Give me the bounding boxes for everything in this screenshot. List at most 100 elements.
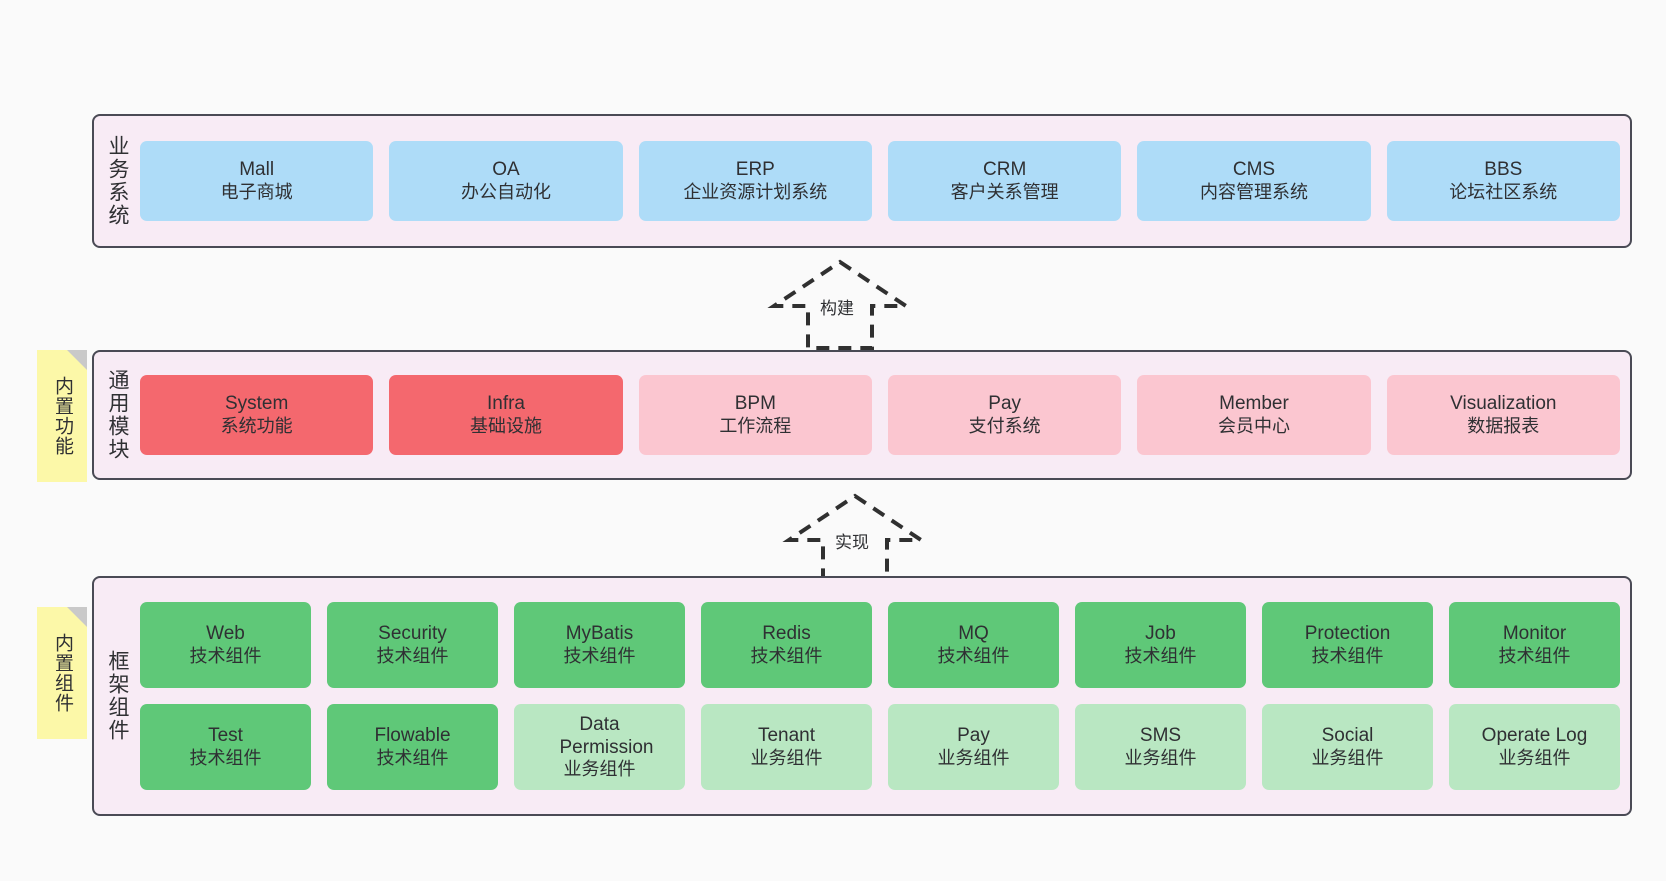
card-monitor[interactable]: Monitor 技术组件 [1449,602,1620,688]
card-member[interactable]: Member 会员中心 [1137,375,1371,455]
card-web[interactable]: Web 技术组件 [140,602,311,688]
card-mybatis[interactable]: MyBatis 技术组件 [514,602,685,688]
card-pay-business[interactable]: Pay 业务组件 [888,704,1059,790]
note-text: 内置功能 [51,376,73,456]
card-subtitle: 业务组件 [1311,747,1384,768]
card-subtitle: 技术组件 [750,645,823,666]
card-security[interactable]: Security 技术组件 [327,602,498,688]
card-title: Monitor [1502,623,1567,645]
layer-title-text: 通用模块 [106,369,130,461]
card-title: Operate Log [1481,725,1588,747]
card-subtitle: 工作流程 [719,415,792,436]
card-title: OA [492,159,520,181]
layer-framework-component: 框架组件 Web 技术组件 Security 技术组件 MyBatis 技术组件… [92,576,1632,816]
card-row: System 系统功能 Infra 基础设施 BPM 工作流程 Pay 支付系统… [140,375,1620,455]
note-builtin-components: 内置组件 [37,607,87,739]
card-subtitle: 内容管理系统 [1199,181,1308,202]
card-row: Mall 电子商城 OA 办公自动化 ERP 企业资源计划系统 CRM 客户关系… [140,141,1620,221]
card-bpm[interactable]: BPM 工作流程 [638,375,872,455]
card-subtitle: 技术组件 [1311,645,1384,666]
card-title: Web [206,623,245,645]
card-subtitle: 技术组件 [189,747,262,768]
card-infra[interactable]: Infra 基础设施 [389,375,623,455]
card-title: ERP [735,159,775,181]
card-subtitle: 技术组件 [1498,645,1571,666]
generalization-arrow-icon [767,259,913,350]
card-subtitle: 技术组件 [376,645,449,666]
card-row: Web 技术组件 Security 技术组件 MyBatis 技术组件 Redi… [140,602,1620,688]
layer-title-text: 业务系统 [106,135,130,227]
card-mq[interactable]: MQ 技术组件 [888,602,1059,688]
card-title: Infra [486,393,525,415]
card-subtitle: 技术组件 [563,645,636,666]
layer-business-system: 业务系统 Mall 电子商城 OA 办公自动化 ERP 企业资源计划系统 CRM [92,114,1632,248]
card-row: Test 技术组件 Flowable 技术组件 Data Permission … [140,704,1620,790]
connector-realize: 实现 [775,490,935,586]
layer-body-business-system: Mall 电子商城 OA 办公自动化 ERP 企业资源计划系统 CRM 客户关系… [140,116,1630,246]
card-subtitle: 技术组件 [189,645,262,666]
card-title: Member [1219,393,1289,415]
card-title: Job [1145,623,1176,645]
card-subtitle: 会员中心 [1217,415,1290,436]
card-job[interactable]: Job 技术组件 [1075,602,1246,688]
card-subtitle: 技术组件 [376,747,449,768]
card-data-permission[interactable]: Data Permission 业务组件 [514,704,685,790]
connector-build-label: 构建 [820,299,854,318]
card-title: Test [208,725,243,747]
card-crm[interactable]: CRM 客户关系管理 [887,141,1122,221]
card-subtitle: 办公自动化 [460,181,551,202]
card-title: SMS [1139,725,1182,747]
card-title: Mall [239,159,275,181]
card-title: System [224,393,289,415]
card-operate-log[interactable]: Operate Log 业务组件 [1449,704,1620,790]
card-subtitle: 业务组件 [1124,747,1197,768]
card-cms[interactable]: CMS 内容管理系统 [1137,141,1371,221]
layer-body-common-module: System 系统功能 Infra 基础设施 BPM 工作流程 Pay 支付系统… [140,352,1630,478]
layer-title-business-system: 业务系统 [94,116,140,246]
card-subtitle: 业务组件 [750,747,823,768]
card-test[interactable]: Test 技术组件 [140,704,311,790]
card-subtitle: 技术组件 [937,645,1010,666]
card-social[interactable]: Social 业务组件 [1262,704,1433,790]
card-erp[interactable]: ERP 企业资源计划系统 [638,141,872,221]
card-subtitle: 数据报表 [1467,415,1540,436]
card-subtitle: 系统功能 [220,415,293,436]
card-title: Pay [988,393,1022,415]
card-subtitle: 技术组件 [1124,645,1197,666]
card-subtitle: 电子商城 [220,181,293,202]
layer-body-framework-component: Web 技术组件 Security 技术组件 MyBatis 技术组件 Redi… [140,578,1630,814]
connector-build: 构建 [760,256,920,352]
card-subtitle: 业务组件 [1498,747,1571,768]
note-fold-corner-icon [67,350,87,370]
card-title: Data Permission [559,713,654,759]
card-bbs[interactable]: BBS 论坛社区系统 [1386,141,1620,221]
layer-common-module: 通用模块 System 系统功能 Infra 基础设施 BPM 工作流程 Pay [92,350,1632,480]
card-visualization[interactable]: Visualization 数据报表 [1386,375,1620,455]
card-tenant[interactable]: Tenant 业务组件 [701,704,872,790]
card-redis[interactable]: Redis 技术组件 [701,602,872,688]
card-title: BBS [1484,159,1523,181]
card-title: Protection [1304,623,1391,645]
card-protection[interactable]: Protection 技术组件 [1262,602,1433,688]
card-title: Visualization [1450,393,1557,415]
card-title: Flowable [374,725,451,747]
card-title: Security [378,623,447,645]
card-pay[interactable]: Pay 支付系统 [887,375,1122,455]
layer-title-framework-component: 框架组件 [94,578,140,814]
layer-title-text: 框架组件 [106,650,130,742]
card-subtitle: 论坛社区系统 [1449,181,1558,202]
card-mall[interactable]: Mall 电子商城 [140,141,374,221]
card-oa[interactable]: OA 办公自动化 [389,141,623,221]
card-subtitle: 业务组件 [563,759,636,780]
connector-realize-label: 实现 [835,533,869,552]
card-flowable[interactable]: Flowable 技术组件 [327,704,498,790]
card-sms[interactable]: SMS 业务组件 [1075,704,1246,790]
card-title: Redis [762,623,811,645]
card-subtitle: 客户关系管理 [950,181,1059,202]
card-title: Tenant [757,725,816,747]
card-system[interactable]: System 系统功能 [140,375,374,455]
card-title: Pay [957,725,990,747]
card-subtitle: 基础设施 [469,415,542,436]
card-title: CRM [983,159,1027,181]
